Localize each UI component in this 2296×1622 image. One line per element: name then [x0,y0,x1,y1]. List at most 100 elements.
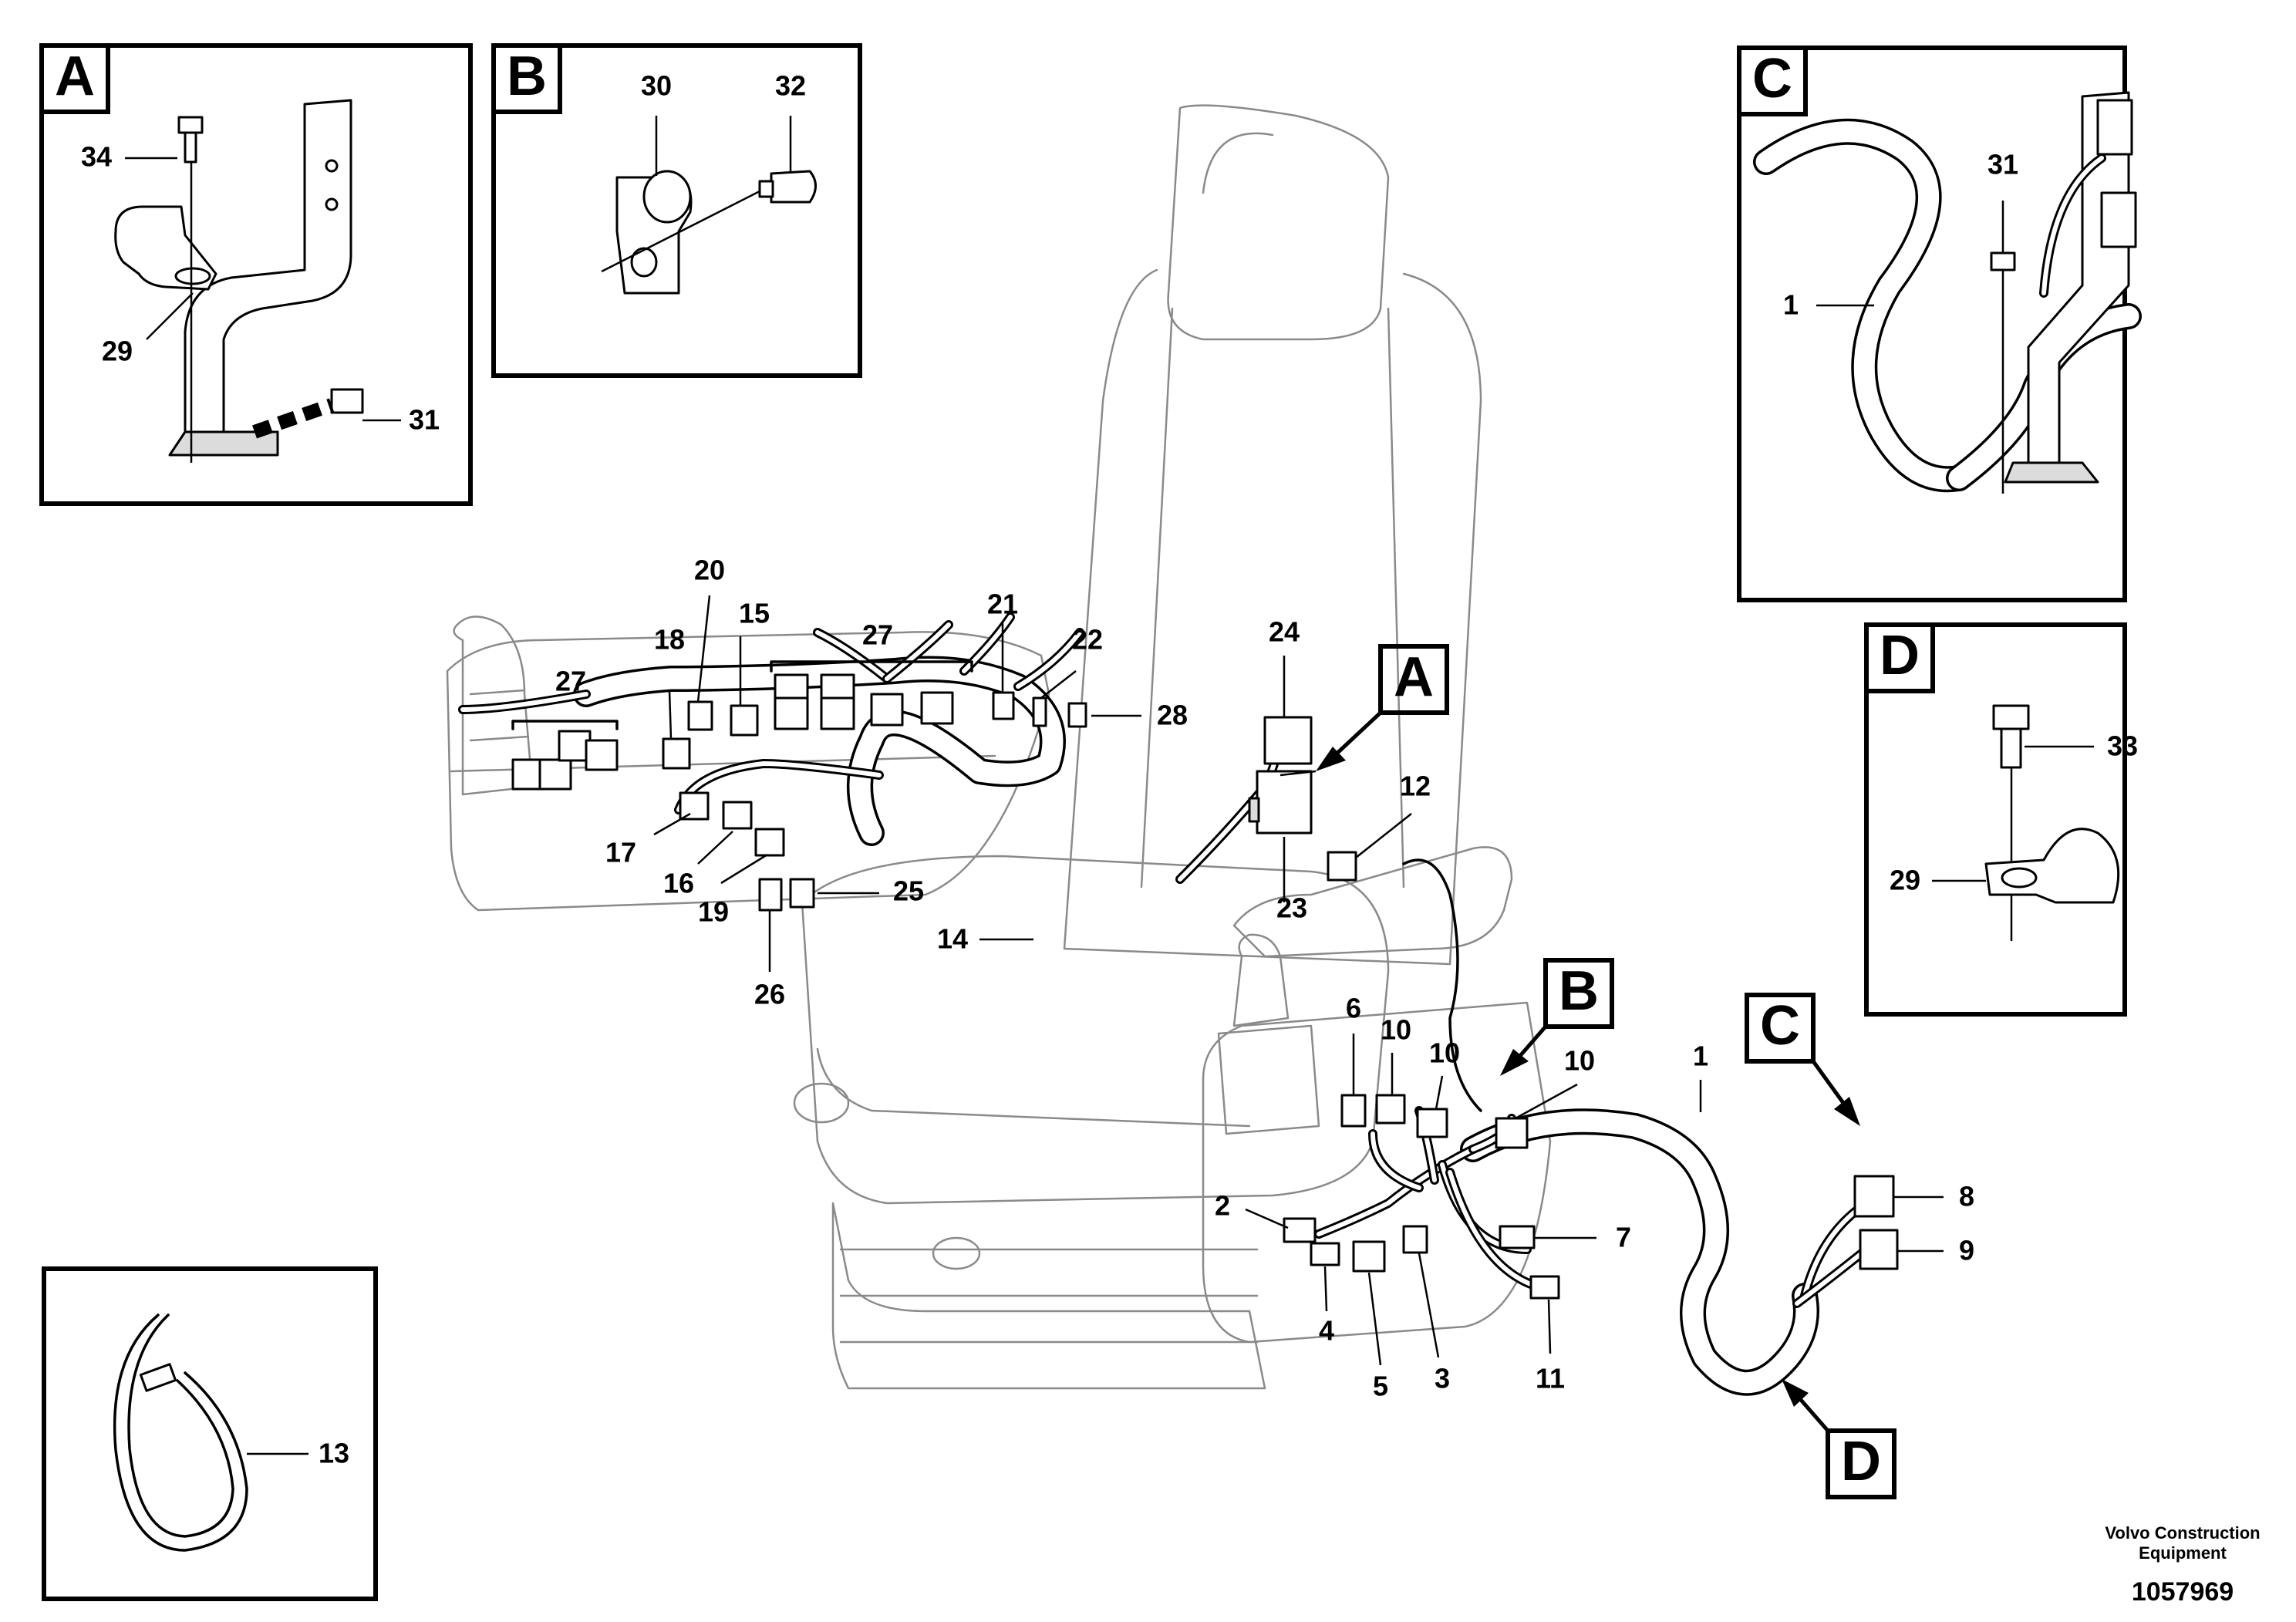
marker-a-box [1378,644,1449,715]
connector-3 [1402,1225,1428,1254]
connector-28 [1067,702,1087,728]
detail-view-cable-tie: 13 [42,1266,378,1601]
connector-2 [1283,1217,1317,1243]
operator-seat [446,104,1552,1390]
callout-20: 20 [694,555,725,586]
publisher-line-1: Volvo Construction [2105,1523,2260,1543]
callout-2: 2 [1215,1190,1230,1222]
right-armrest [1232,846,1513,958]
callout-30: 30 [641,70,672,102]
connector-12 [1327,851,1357,882]
connector-4 [1310,1242,1340,1266]
detail-d-label: D [1880,625,1920,686]
callout-33: 33 [2107,730,2138,762]
detail-d-bolt-33 [1992,704,2030,730]
marker-b-label: B [1559,960,1599,1022]
marker-d-label: D [1841,1431,1881,1492]
connector-15 [730,704,759,737]
publisher-line-2: Equipment [2139,1543,2227,1563]
main-view-callouts: 1 2 3 4 5 6 7 8 9 10 10 10 11 12 14 15 1… [555,555,1974,1402]
harness-main-tube-left [573,656,1066,846]
detail-view-c: C 31 1 [1737,46,2142,602]
bracket-27-right [770,660,973,673]
detail-view-a: A 34 29 31 [39,43,473,506]
callout-25: 25 [893,875,924,907]
callout-1: 1 [1693,1040,1708,1072]
callout-1-c: 1 [1783,289,1799,321]
connector-8 [1853,1175,1895,1218]
callout-34: 34 [81,141,112,173]
callout-19: 19 [698,896,729,928]
detail-view-b: B 30 32 [491,43,862,378]
detail-a-bolt-31 [330,388,364,414]
connector-26 [758,878,783,912]
marker-c-label: C [1760,995,1800,1057]
connector-10-a [1375,1094,1406,1125]
connector-17 [679,791,710,821]
callout-29-a: 29 [102,336,133,367]
connector-5 [1352,1240,1386,1273]
detail-c-connector-lower [2100,191,2137,248]
callout-15: 15 [739,598,770,629]
callout-18: 18 [654,624,685,656]
callout-31-c: 31 [1988,149,2018,180]
marker-b-box [1543,958,1614,1029]
callout-13: 13 [319,1438,349,1469]
connector-18 [662,737,691,770]
detail-a-bracket-base [168,430,279,457]
marker-d-box [1826,1428,1896,1499]
connector-27-left-a [511,758,545,791]
marker-a-label: A [1394,646,1434,708]
seat-headrest [1167,104,1390,341]
detail-view-d: D 33 29 [1864,622,2138,1017]
callout-12: 12 [1400,771,1431,802]
detail-c-label-box [1737,46,1808,116]
drawing-number: 1057969 [2132,1577,2234,1607]
detail-b-frame [491,43,862,378]
callout-27-right: 27 [862,619,893,651]
connector-7 [1499,1225,1536,1249]
callout-32: 32 [775,70,806,102]
connector-21 [992,691,1015,720]
connector-22 [1032,696,1047,727]
relay-24 [1263,716,1313,765]
callout-3: 3 [1435,1363,1450,1394]
detail-b-screw-32 [770,170,817,204]
connector-6 [1340,1094,1367,1128]
connector-19 [754,828,785,857]
callout-4: 4 [1319,1315,1334,1347]
connector-10-c [1495,1117,1529,1149]
detail-a-bolt-34 [177,116,204,134]
connector-25 [789,878,815,909]
left-joystick [453,615,534,796]
callout-29-d: 29 [1890,865,1920,896]
callout-28: 28 [1157,700,1188,731]
right-joystick [1232,933,1290,1027]
callout-27-left: 27 [555,666,586,697]
callout-21: 21 [987,588,1018,620]
callout-6: 6 [1346,993,1361,1024]
callout-16: 16 [663,868,694,899]
seat-cushion [801,855,1390,1205]
detail-c-connector-upper [2096,99,2133,156]
callout-10-a: 10 [1381,1014,1411,1046]
callout-24: 24 [1269,616,1300,648]
connector-20 [687,700,713,731]
cable-tie-frame [42,1266,378,1601]
detail-b-label: B [507,46,547,107]
callout-10-c: 10 [1564,1045,1595,1077]
connector-11 [1529,1275,1560,1300]
detail-d-clamp-29 [1984,828,2120,904]
cable-tie [113,1313,248,1552]
bracket-27-left [511,720,619,730]
callout-14: 14 [937,923,968,955]
wiring-harness [458,612,1871,1396]
detail-b-label-box [491,43,562,114]
view-markers: A B C D [1279,644,1896,1499]
detail-a-label-box [39,43,110,114]
connector-10-b [1416,1108,1448,1138]
seat-backrest [1063,268,1482,966]
callout-8: 8 [1959,1181,1974,1212]
callout-22: 22 [1072,624,1103,656]
detail-a-frame [39,43,473,506]
